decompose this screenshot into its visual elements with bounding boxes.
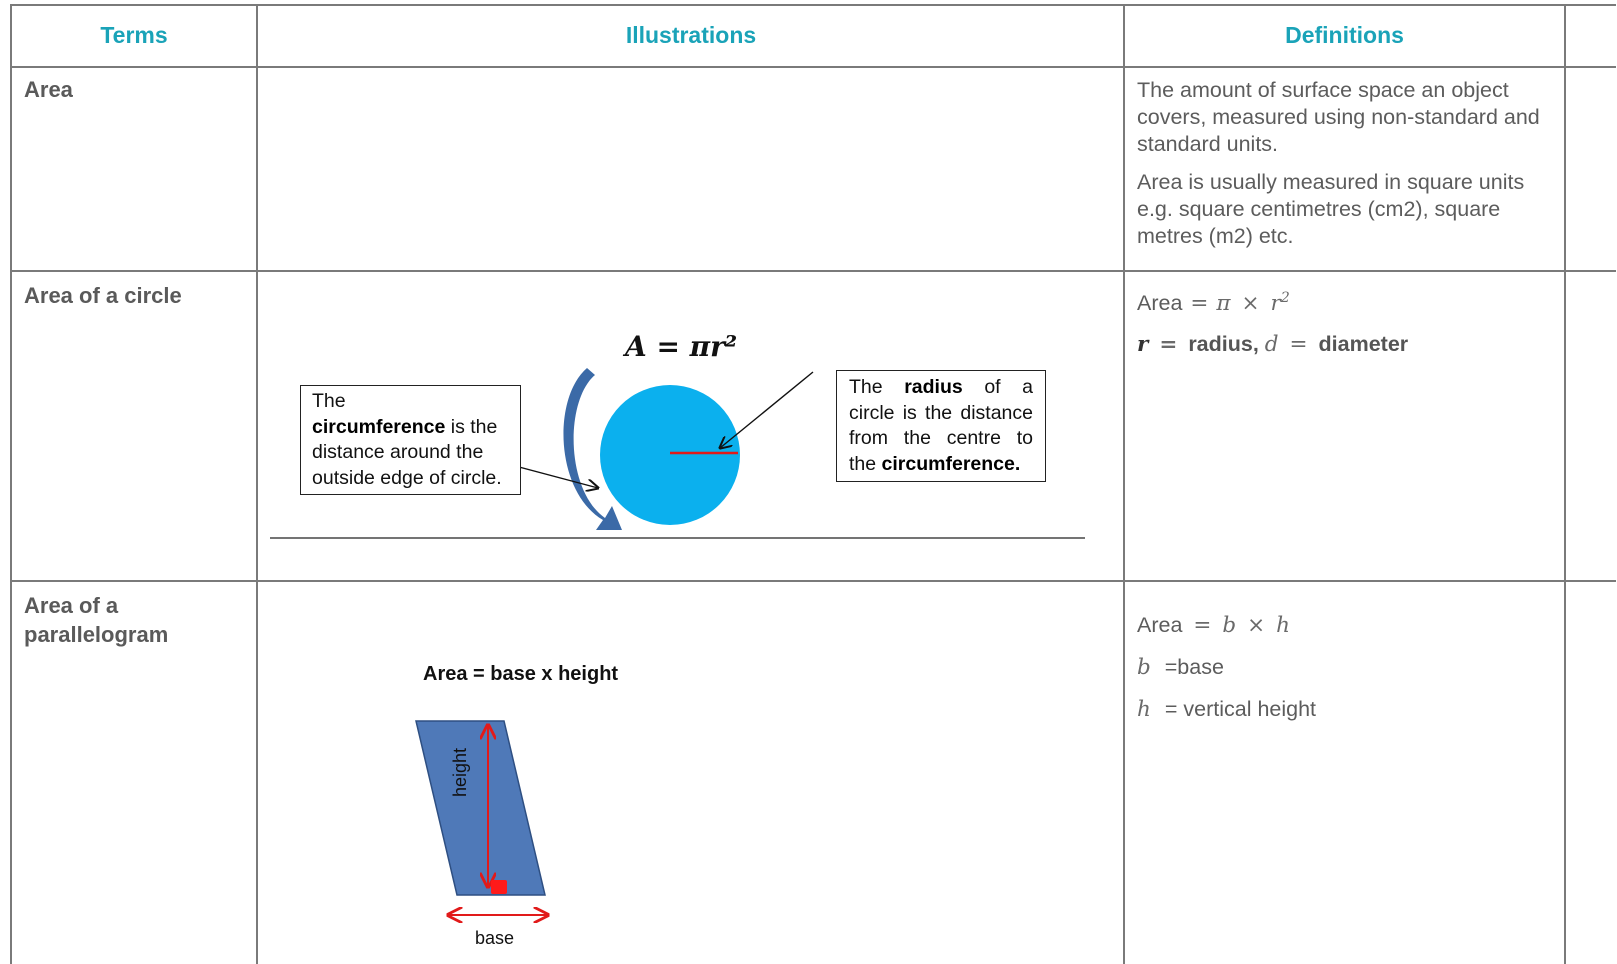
circumference-box-bold: circumference: [312, 415, 446, 438]
right-angle-marker: [491, 880, 507, 894]
para-eq-sign: =: [1193, 613, 1212, 638]
definition-area: The amount of surface space an object co…: [1137, 77, 1557, 261]
definition-area-of-circle: Area = π × r2 r = radius, d = diameter: [1137, 285, 1408, 369]
circle-symbol-legend: r = radius, d = diameter: [1137, 331, 1408, 358]
definition-area-of-parallelogram: Area = b × h b =base h = vertical height: [1137, 612, 1316, 734]
radius-box-bold: radius: [904, 376, 963, 398]
row-divider-1: [10, 270, 1616, 272]
para-height-legend: h = vertical height: [1137, 696, 1316, 723]
column-divider-2: [1123, 4, 1125, 964]
radius-pointer-arrow: [720, 371, 814, 448]
base-label: base: [475, 928, 515, 948]
legend-r-symbol: r: [1137, 332, 1149, 358]
circle-shape: [600, 385, 740, 525]
legend-d-eq: =: [1289, 332, 1308, 358]
term-area-of-a-circle: Area of a circle: [24, 283, 182, 308]
parallelogram-shape: [415, 720, 546, 896]
column-divider-1: [256, 4, 258, 964]
circle-area-equation: Area = π × r2: [1137, 285, 1408, 317]
para-base-legend: b =base: [1137, 654, 1316, 681]
circle-eq-sign: =: [1190, 291, 1209, 317]
legend-height-text: = vertical height: [1164, 697, 1317, 721]
definition-area-paragraph-2: Area is usually measured in square units…: [1137, 170, 1525, 248]
legend-h-symbol: h: [1137, 697, 1151, 722]
legend-radius-word: radius,: [1188, 332, 1259, 357]
circumference-curved-arrow-icon: [563, 368, 622, 530]
circle-times-sign: ×: [1241, 291, 1260, 317]
circumference-callout-box: The circumference is the distance around…: [300, 385, 521, 495]
radius-callout-box: The radius of a circle is the distance f…: [836, 370, 1046, 482]
table-border-left: [10, 4, 12, 964]
parallelogram-caption: Area = base x height: [423, 663, 619, 685]
parallelogram-illustration: [415, 720, 580, 960]
circle-formula: A = πr²: [625, 330, 738, 363]
circumference-box-text-2: is the distance around the outside edge …: [312, 415, 502, 489]
definition-area-paragraph-1: The amount of surface space an object co…: [1137, 78, 1540, 156]
legend-base-text: =base: [1164, 655, 1224, 679]
radius-box-text-2: of a circle is the distance from the cen…: [849, 376, 1034, 475]
terms-table: [10, 4, 1616, 964]
height-label: height: [450, 747, 470, 797]
para-area-word: Area: [1137, 613, 1183, 637]
header-divider: [10, 66, 1616, 68]
header-definitions: Definitions: [1285, 21, 1404, 48]
table-border-right: [1564, 4, 1566, 964]
parallelogram-area-equation: Area = b × h: [1137, 612, 1316, 639]
circle-pi-symbol: π: [1216, 291, 1231, 317]
legend-diameter-word: diameter: [1318, 332, 1409, 357]
circumference-box-text-1: The: [312, 390, 346, 412]
legend-b-symbol: b: [1137, 655, 1151, 680]
legend-d-symbol: d: [1264, 332, 1279, 358]
header-terms: Terms: [100, 21, 168, 48]
circle-illustration: [270, 368, 1085, 539]
header-illustrations: Illustrations: [625, 21, 757, 48]
para-times-sign: ×: [1247, 613, 1266, 638]
term-area: Area: [24, 77, 73, 102]
para-h-symbol: h: [1276, 613, 1291, 638]
para-b-symbol: b: [1222, 613, 1237, 638]
term-area-of-a-parallelogram: Area of a parallelogram: [24, 593, 169, 647]
circle-area-word: Area: [1137, 291, 1183, 316]
radius-box-text-1: The: [849, 376, 883, 398]
legend-r-eq: =: [1159, 332, 1178, 358]
circle-square-exponent: 2: [1280, 290, 1290, 306]
row-divider-2: [10, 580, 1616, 582]
table-border-top: [10, 4, 1616, 6]
radius-box-bold-2: circumference.: [881, 452, 1021, 475]
circle-r-symbol: r: [1270, 291, 1281, 317]
